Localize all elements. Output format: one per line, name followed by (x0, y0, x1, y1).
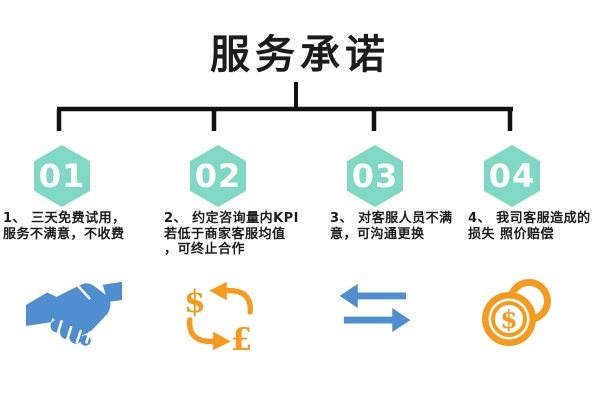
coins-icon: $ (477, 277, 553, 353)
description-line: 4、 我司客服造成的 (468, 211, 591, 226)
swap-arrows-icon (333, 283, 417, 337)
description-line: 若低于商家客服均值 (164, 226, 286, 242)
step-number-1: 01 (38, 157, 86, 195)
step-description-2: 2、 约定咨询量内KPI 若低于商家客服均值 ，可终止合作 (164, 211, 299, 258)
currency-exchange-icon: $ £ (180, 279, 258, 358)
step-description-1: 1、 三天免费试用， 服务不满意，不收费 (3, 211, 126, 242)
description-line: 损失 照价赔偿 (468, 226, 555, 242)
pound-symbol: £ (231, 322, 253, 353)
step-number-3: 03 (351, 157, 399, 195)
step-number-2: 02 (194, 157, 242, 195)
step-number-4: 04 (488, 157, 536, 195)
description-line: ，可终止合作 (164, 242, 246, 257)
description-line: 1、 三天免费试用， (3, 211, 126, 226)
step-description-3: 3、 对客服人员不满 意，可沟通更换 (330, 211, 453, 242)
description-line: 服务不满意，不收费 (3, 226, 125, 242)
dollar-symbol: $ (184, 284, 206, 320)
description-line: 3、 对客服人员不满 (330, 211, 453, 226)
description-line: 意，可沟通更换 (330, 226, 425, 242)
page-title: 服务承诺 (210, 32, 390, 78)
coin-dollar-symbol: $ (500, 305, 517, 334)
step-description-4: 4、 我司客服造成的 损失 照价赔偿 (468, 211, 591, 242)
description-line: 2、 约定咨询量内KPI (164, 211, 300, 226)
handshake-icon (26, 278, 122, 357)
